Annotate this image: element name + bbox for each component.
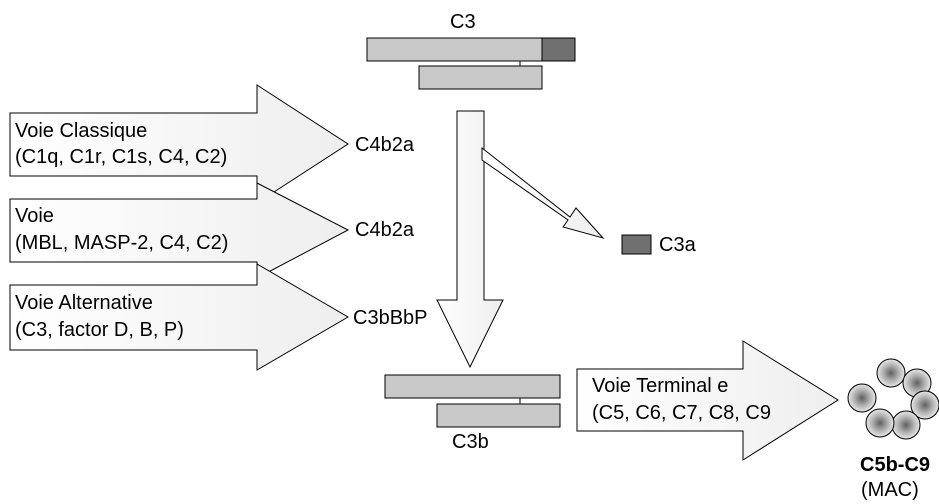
mac-abbreviation: (MAC) — [861, 479, 919, 501]
classical-pathway-components: (C1q, C1r, C1s, C4, C2) — [15, 146, 228, 168]
c3b-label: C3b — [452, 431, 489, 453]
c3-label: C3 — [450, 11, 476, 33]
alternative-pathway-name: Voie Alternative — [15, 292, 153, 314]
c3a-fragment-block — [621, 234, 652, 255]
alternative-pathway-components: (C3, factor D, B, P) — [15, 319, 184, 341]
mac-label: C5b-C9 — [860, 454, 931, 476]
classical-pathway-arrow — [9, 84, 349, 204]
mac-complex-icon — [847, 358, 939, 440]
lectin-pathway-components: (MBL, MASP-2, C4, C2) — [15, 232, 229, 254]
c3-cleavage-down-arrow — [436, 110, 504, 369]
terminal-pathway-components: (C5, C6, C7, C8, C9 — [592, 402, 771, 424]
c3a-release-arrow — [481, 146, 605, 239]
lectin-pathway-name: Voie — [15, 205, 54, 227]
alternative-pathway-product: C3bBbP — [353, 307, 428, 329]
terminal-pathway-arrow — [576, 340, 839, 461]
terminal-pathway-name: Voie Terminal e — [592, 375, 729, 397]
alternative-pathway-arrow — [9, 263, 349, 371]
c3b-molecule — [384, 374, 561, 428]
classical-pathway-name: Voie Classique — [15, 120, 148, 142]
lectin-pathway-product: C4b2a — [355, 219, 414, 241]
c3a-label: C3a — [659, 234, 696, 256]
classical-pathway-product: C4b2a — [355, 134, 414, 156]
c3-molecule — [366, 37, 576, 90]
lectin-pathway-arrow — [9, 182, 350, 279]
